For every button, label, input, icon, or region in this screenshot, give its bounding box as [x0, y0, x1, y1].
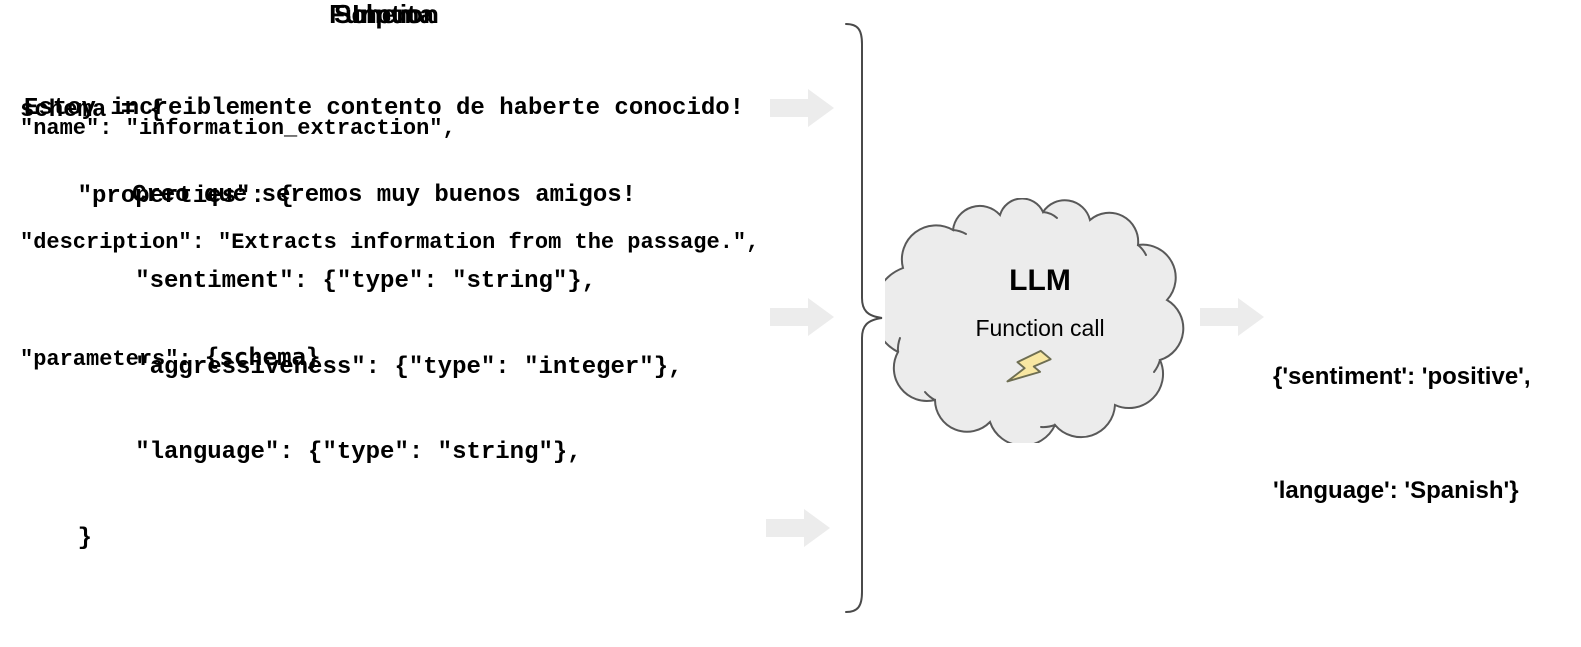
schema-code-line: "properties": {: [20, 182, 294, 210]
arrow-right-icon-output: [1200, 298, 1264, 336]
function-code-line: "description": "Extracts information fro…: [20, 230, 760, 255]
schema-code-line: }: [20, 524, 93, 552]
input-title: Input: [352, 0, 416, 29]
llm-label: LLM: [1009, 264, 1071, 297]
function-code-line: "name": "information_extraction",: [20, 116, 456, 141]
arrow-right-icon-input: [770, 89, 834, 127]
function-code: "name": "information_extraction", "descr…: [0, 34, 768, 455]
input-text: Estoy increiblemente contento de haberte…: [0, 36, 768, 268]
schema-title: Schema: [334, 0, 434, 29]
lightning-bolt-icon: [1006, 349, 1052, 383]
function-code-line: "parameters": {schema}: [20, 338, 768, 379]
function-section: Function "name": "information_extraction…: [0, 0, 768, 455]
input-section: Input Estoy increiblemente contento de h…: [0, 0, 768, 268]
grouping-brace: [845, 23, 883, 613]
schema-code-line: "language": {"type": "string"},: [20, 439, 582, 466]
function-call-label: Function call: [975, 315, 1105, 341]
cloud-bump-stubs: [896, 211, 1161, 429]
schema-section: Schema schema = { "properties": { "senti…: [0, 0, 768, 610]
input-text-line: Estoy increiblemente contento de haberte…: [23, 95, 745, 122]
arrow-right-icon-function: [766, 509, 830, 547]
llm-cloud: [885, 198, 1185, 443]
input-text-line: Creo que seremos muy buenos amigos!: [131, 182, 637, 209]
arrow-right-icon-schema: [770, 298, 834, 336]
schema-code-line: schema = {: [20, 97, 165, 124]
schema-code: schema = { "properties": { "sentiment": …: [0, 40, 768, 610]
function-title: Function: [329, 0, 439, 29]
output-result: {'sentiment': 'positive', 'language': 'S…: [1273, 282, 1573, 586]
function-parameters-key: "parameters":: [20, 347, 205, 372]
schema-code-line: "sentiment": {"type": "string"},: [20, 268, 597, 295]
schema-code-line: "aggressiveness": {"type": "integer"},: [20, 353, 683, 381]
output-result-line: 'language': 'Spanish'}: [1273, 477, 1519, 504]
function-parameters-schema-ref: {schema}: [204, 343, 321, 371]
output-result-line: {'sentiment': 'positive',: [1273, 363, 1531, 390]
